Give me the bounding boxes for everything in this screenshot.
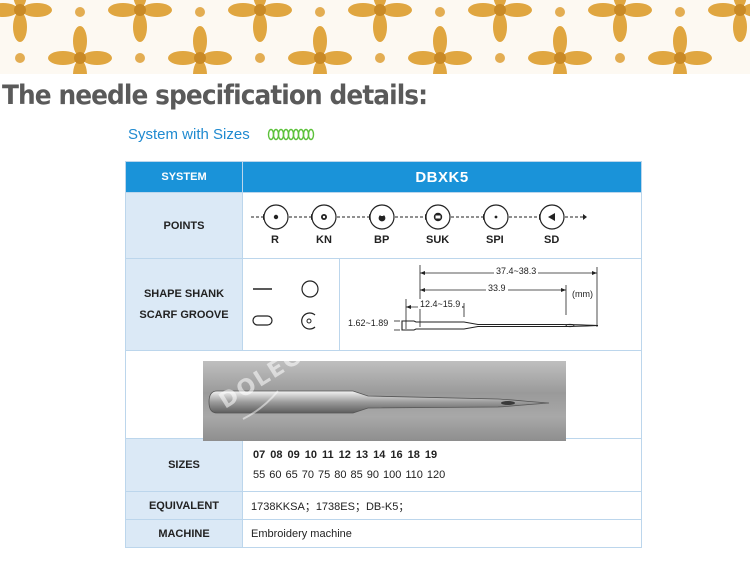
equivalent-row: EQUIVALENT 1738KKSA；1738ES；DB-K5； xyxy=(125,491,642,520)
size-value: 09 xyxy=(287,449,300,461)
size-value: 07 xyxy=(253,449,266,461)
dim-total: 37.4~38.3 xyxy=(494,266,539,276)
dim-diameter: 1.62~1.89 xyxy=(348,318,389,328)
shape-label-line2: SCARF GROOVE xyxy=(139,309,229,321)
point-label-spi: SPI xyxy=(486,234,504,246)
size-value: 13 xyxy=(355,449,369,461)
needle-points-diagram xyxy=(251,204,587,230)
coil-icon xyxy=(267,128,315,141)
dimension-diagram-cell: 37.4~38.3 33.9 12.4~15.9 1.62~1.89 (mm) xyxy=(339,258,642,351)
round-shank-icon xyxy=(301,280,319,298)
size-value: 90 xyxy=(366,469,379,481)
needle-image xyxy=(208,390,550,420)
spec-table: SYSTEM DBXK5 POINTS xyxy=(125,161,642,548)
size-value: 18 xyxy=(407,449,420,461)
size-value: 10 xyxy=(304,449,317,461)
point-circles xyxy=(263,204,565,230)
needle-dimension-diagram xyxy=(394,265,599,331)
system-label: SYSTEM xyxy=(125,161,243,193)
section-subtitle: System with Sizes xyxy=(128,126,250,143)
points-row: POINTS xyxy=(125,192,642,259)
dim-unit: (mm) xyxy=(572,289,593,299)
points-diagram-cell: R KN BP SUK SPI SD xyxy=(242,192,642,259)
equivalent-value: 1738KKSA；1738ES；DB-K5； xyxy=(242,491,642,520)
point-label-bp: BP xyxy=(374,234,390,246)
size-value: 120 xyxy=(426,469,446,481)
sizes-label: SIZES xyxy=(125,438,243,492)
size-value: 14 xyxy=(373,449,386,461)
groove-icon xyxy=(301,312,316,330)
floral-pattern xyxy=(0,0,750,74)
point-label-suk: SUK xyxy=(426,234,450,246)
size-value: 75 xyxy=(318,469,331,481)
size-value: 80 xyxy=(334,469,347,481)
size-value: 100 xyxy=(383,469,402,481)
size-value: 65 xyxy=(285,469,298,481)
machine-value: Embroidery machine xyxy=(242,519,642,548)
shape-row: SHAPE SHANK SCARF GROOVE xyxy=(125,258,642,351)
shape-label-line1: SHAPE SHANK xyxy=(143,288,225,300)
scarf-icon xyxy=(252,315,273,326)
machine-row: MACHINE Embroidery machine xyxy=(125,519,642,548)
needle-photo: DOLEC xyxy=(203,361,566,441)
shank-shape-icons xyxy=(252,280,319,330)
size-value: 08 xyxy=(270,449,283,461)
size-value: 55 xyxy=(253,469,266,481)
page-heading: The needle specification details: xyxy=(2,80,428,111)
size-value: 85 xyxy=(350,469,363,481)
points-label: POINTS xyxy=(125,192,243,259)
system-row: SYSTEM DBXK5 xyxy=(125,161,642,193)
point-label-r: R xyxy=(271,234,279,246)
dim-short: 12.4~15.9 xyxy=(418,299,463,309)
size-value: 60 xyxy=(269,469,282,481)
machine-label: MACHINE xyxy=(125,519,243,548)
size-value: 110 xyxy=(405,469,423,481)
shape-icons-cell xyxy=(242,258,340,351)
equivalent-label: EQUIVALENT xyxy=(125,491,243,520)
dim-middle: 33.9 xyxy=(486,283,508,293)
sizes-row-1: 07 08 09 10 11 12 13 14 16 18 19 xyxy=(253,449,641,461)
decorative-banner xyxy=(0,0,750,74)
size-value: 19 xyxy=(424,449,438,461)
shape-label-cell: SHAPE SHANK SCARF GROOVE xyxy=(125,258,243,351)
size-value: 12 xyxy=(338,449,351,461)
size-value: 70 xyxy=(301,469,314,481)
point-label-kn: KN xyxy=(316,234,332,246)
size-value: 16 xyxy=(390,449,403,461)
point-label-sd: SD xyxy=(544,234,560,246)
system-value: DBXK5 xyxy=(242,161,642,193)
size-value: 11 xyxy=(322,449,334,461)
